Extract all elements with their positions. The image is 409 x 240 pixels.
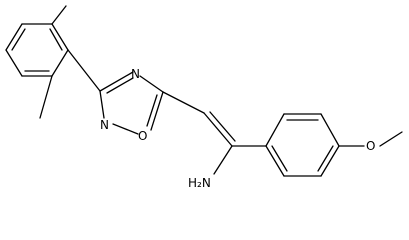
double-bond-inner	[271, 145, 288, 172]
oxadiazole-ring	[99, 71, 164, 135]
double-bond-inner	[317, 145, 334, 172]
methyl-top	[51, 5, 67, 25]
atom-label-amine: H₂N	[188, 176, 211, 190]
atom-label-n-top: N	[131, 67, 140, 81]
bond	[5, 23, 23, 51]
vinyl-double-bond-inner	[209, 111, 236, 142]
double-bond-inner	[49, 28, 63, 51]
methoxyphenyl-ring	[265, 113, 340, 177]
bond	[320, 145, 340, 177]
double-bond-inner	[106, 77, 134, 94]
bond	[150, 91, 164, 131]
bond	[67, 49, 101, 92]
methyl-bottom	[39, 75, 53, 119]
bond	[112, 123, 139, 135]
bond	[99, 71, 134, 92]
atom-label-n-bottom: N	[100, 118, 109, 132]
dimethylphenyl-ring	[5, 23, 69, 77]
double-bond-inner	[11, 28, 26, 51]
atom-label-o-methoxy: O	[366, 139, 375, 153]
bond	[5, 49, 23, 77]
methoxy-methyl	[379, 131, 403, 147]
bond	[51, 49, 69, 77]
bond	[265, 113, 285, 147]
atom-label-o-ring: O	[138, 129, 147, 143]
bond	[139, 75, 164, 93]
double-bond-inner	[146, 94, 158, 127]
bond	[162, 91, 205, 114]
vinyl-double-bond	[203, 112, 233, 147]
bond	[320, 113, 340, 147]
molecule-structure-diagram: N N O H₂N O	[5, 5, 403, 190]
bond	[51, 23, 69, 51]
bond	[265, 145, 285, 177]
bond	[99, 90, 105, 119]
bond	[213, 145, 233, 175]
